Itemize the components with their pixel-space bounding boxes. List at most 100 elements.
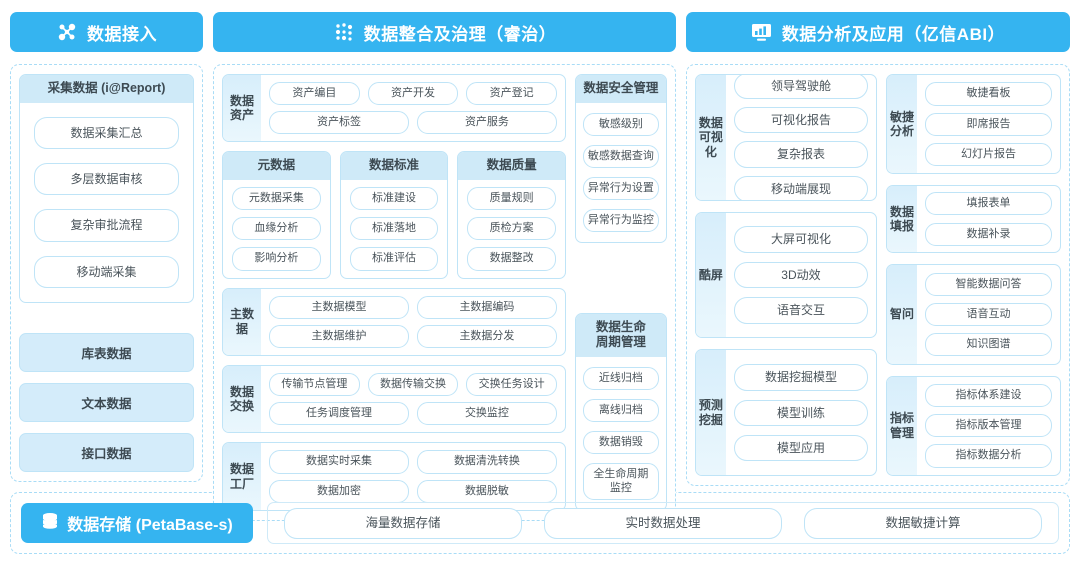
list-item[interactable]: 可视化报告 <box>733 106 868 134</box>
list-item[interactable]: 即席报告 <box>925 112 1052 136</box>
card-data-lifecycle: 数据生命 周期管理 近线归档 离线归档 数据销毁 全生命周期 监控 <box>574 312 667 511</box>
list-item[interactable]: 指标版本管理 <box>925 414 1052 438</box>
list-item[interactable]: 标准建设 <box>349 187 439 211</box>
list-item[interactable]: 资产编目 <box>269 82 360 106</box>
list-item[interactable]: 主数据维护 <box>269 324 409 348</box>
card-title: 数据生命 周期管理 <box>575 313 666 357</box>
list-item[interactable]: 数据整改 <box>467 247 556 271</box>
list-item[interactable]: 交换监控 <box>416 402 557 426</box>
block-text-data[interactable]: 文本数据 <box>19 383 195 422</box>
banner-title: 数据接入 <box>87 24 158 44</box>
list-item[interactable]: 指标数据分析 <box>925 444 1052 468</box>
column-data-application: 数据分析及应用（亿信ABI） 数据 可视 化 领导驾驶舱 可视化报告 复杂报表 … <box>685 12 1070 487</box>
list-item[interactable]: 语音互动 <box>925 302 1052 326</box>
group-label: 数据 工厂 <box>223 443 262 510</box>
card-title: 数据质量 <box>458 152 565 180</box>
list-item[interactable]: 大屏可视化 <box>733 226 868 253</box>
list-item[interactable]: 敏感级别 <box>582 112 659 136</box>
group-data-exchange: 数据 交换 传输节点管理 数据传输交换 交换任务设计 任务调度管理 交换监控 <box>222 364 566 434</box>
list-item[interactable]: 数据采集汇总 <box>34 116 180 150</box>
group-label: 数据 资产 <box>223 75 262 142</box>
list-item[interactable]: 全生命周期 监控 <box>582 463 659 500</box>
list-item[interactable]: 复杂报表 <box>733 141 868 168</box>
main-columns: 数据接入 采集数据 (i@Report) 数据采集汇总 多层数据审核 复杂审批流… <box>10 12 1070 521</box>
list-item[interactable]: 任务调度管理 <box>269 402 409 426</box>
list-item[interactable]: 标准评估 <box>349 247 439 271</box>
list-item[interactable]: 语音交互 <box>733 297 868 324</box>
list-item[interactable]: 敏捷看板 <box>925 82 1052 106</box>
panel-data-access: 采集数据 (i@Report) 数据采集汇总 多层数据审核 复杂审批流程 移动端… <box>10 64 204 482</box>
group-agile-analysis: 敏捷 分析 敏捷看板 即席报告 幻灯片报告 <box>886 74 1061 175</box>
group-data-asset: 数据 资产 资产编目 资产开发 资产登记 资产标签 资产服务 <box>222 74 566 143</box>
list-item[interactable]: 3D动效 <box>733 261 868 289</box>
monitor-chart-icon <box>751 21 773 43</box>
list-item[interactable]: 领导驾驶舱 <box>733 74 868 99</box>
banner-data-storage[interactable]: 数据存储 (PetaBase-s) <box>21 503 253 543</box>
list-item[interactable]: 指标体系建设 <box>925 384 1052 408</box>
list-item[interactable]: 模型应用 <box>733 434 868 462</box>
group-label: 指标 管理 <box>887 376 917 476</box>
list-item[interactable]: 实时数据处理 <box>544 507 782 539</box>
list-item[interactable]: 数据补录 <box>925 223 1052 247</box>
dots-network-icon <box>333 21 355 43</box>
list-item[interactable]: 智能数据问答 <box>925 272 1052 296</box>
card-data-standard: 数据标准 标准建设 标准落地 标准评估 <box>339 151 449 279</box>
database-icon <box>41 512 59 535</box>
list-item[interactable]: 数据传输交换 <box>367 372 459 397</box>
list-item[interactable]: 异常行为设置 <box>582 177 659 201</box>
list-item[interactable]: 资产标签 <box>269 111 409 135</box>
block-table-data[interactable]: 库表数据 <box>19 333 195 372</box>
group-label: 数据 交换 <box>223 365 262 433</box>
banner-title: 数据分析及应用（亿信ABI） <box>781 24 1006 44</box>
list-item[interactable]: 交换任务设计 <box>466 372 557 397</box>
group-master-data: 主数据 主数据模型 主数据编码 主数据维护 主数据分发 <box>222 287 566 356</box>
list-item[interactable]: 主数据编码 <box>416 295 557 319</box>
list-item[interactable]: 资产开发 <box>367 82 459 106</box>
list-item[interactable]: 知识图谱 <box>925 332 1052 357</box>
list-item[interactable]: 移动端采集 <box>34 255 180 289</box>
list-item[interactable]: 数据清洗转换 <box>416 450 557 474</box>
list-item[interactable]: 数据销毁 <box>582 431 659 455</box>
list-item[interactable]: 多层数据审核 <box>34 163 180 196</box>
list-item[interactable]: 质检方案 <box>467 217 556 241</box>
list-item[interactable]: 离线归档 <box>582 398 659 423</box>
list-item[interactable]: 数据敏捷计算 <box>804 507 1042 539</box>
nodes-icon <box>56 21 78 43</box>
list-item[interactable]: 幻灯片报告 <box>925 142 1052 167</box>
group-smart-qa: 智问 智能数据问答 语音互动 知识图谱 <box>886 264 1061 365</box>
banner-data-access[interactable]: 数据接入 <box>10 12 204 52</box>
list-item[interactable]: 填报表单 <box>925 192 1052 216</box>
panel-data-governance: 数据 资产 资产编目 资产开发 资产登记 资产标签 资产服务 <box>213 64 676 521</box>
list-item[interactable]: 异常行为监控 <box>582 209 659 233</box>
list-item[interactable]: 资产服务 <box>416 111 557 135</box>
list-item[interactable]: 标准落地 <box>349 217 439 241</box>
list-item[interactable]: 模型训练 <box>733 399 868 426</box>
banner-title: 数据存储 (PetaBase-s) <box>67 517 233 534</box>
list-item[interactable]: 数据脱敏 <box>416 479 557 503</box>
list-item[interactable]: 移动端展现 <box>733 175 868 200</box>
card-data-quality: 数据质量 质量规则 质检方案 数据整改 <box>457 151 566 279</box>
group-data-visualization: 数据 可视 化 领导驾驶舱 可视化报告 复杂报表 移动端展现 <box>694 74 877 201</box>
list-item[interactable]: 影响分析 <box>232 247 321 271</box>
list-item[interactable]: 资产登记 <box>466 82 557 106</box>
list-item[interactable]: 敏感数据查询 <box>582 144 659 168</box>
list-item[interactable]: 近线归档 <box>582 366 659 390</box>
list-item[interactable]: 元数据采集 <box>232 187 321 211</box>
list-item[interactable]: 主数据分发 <box>416 324 557 348</box>
list-item[interactable]: 数据挖掘模型 <box>733 364 868 391</box>
banner-data-application[interactable]: 数据分析及应用（亿信ABI） <box>685 12 1070 52</box>
card-title: 元数据 <box>223 152 330 180</box>
group-indicator-management: 指标 管理 指标体系建设 指标版本管理 指标数据分析 <box>886 375 1061 477</box>
list-item[interactable]: 质量规则 <box>467 187 556 211</box>
list-item[interactable]: 血缘分析 <box>232 217 321 241</box>
list-item[interactable]: 海量数据存储 <box>284 507 522 539</box>
list-item[interactable]: 主数据模型 <box>269 295 409 319</box>
list-item[interactable]: 数据加密 <box>269 479 409 503</box>
list-item[interactable]: 数据实时采集 <box>269 450 409 474</box>
card-collect-data: 采集数据 (i@Report) 数据采集汇总 多层数据审核 复杂审批流程 移动端… <box>19 74 195 304</box>
list-item[interactable]: 复杂审批流程 <box>34 209 180 242</box>
block-interface-data[interactable]: 接口数据 <box>19 433 195 472</box>
banner-data-governance[interactable]: 数据整合及治理（睿治） <box>213 12 676 52</box>
list-item[interactable]: 传输节点管理 <box>269 372 360 397</box>
